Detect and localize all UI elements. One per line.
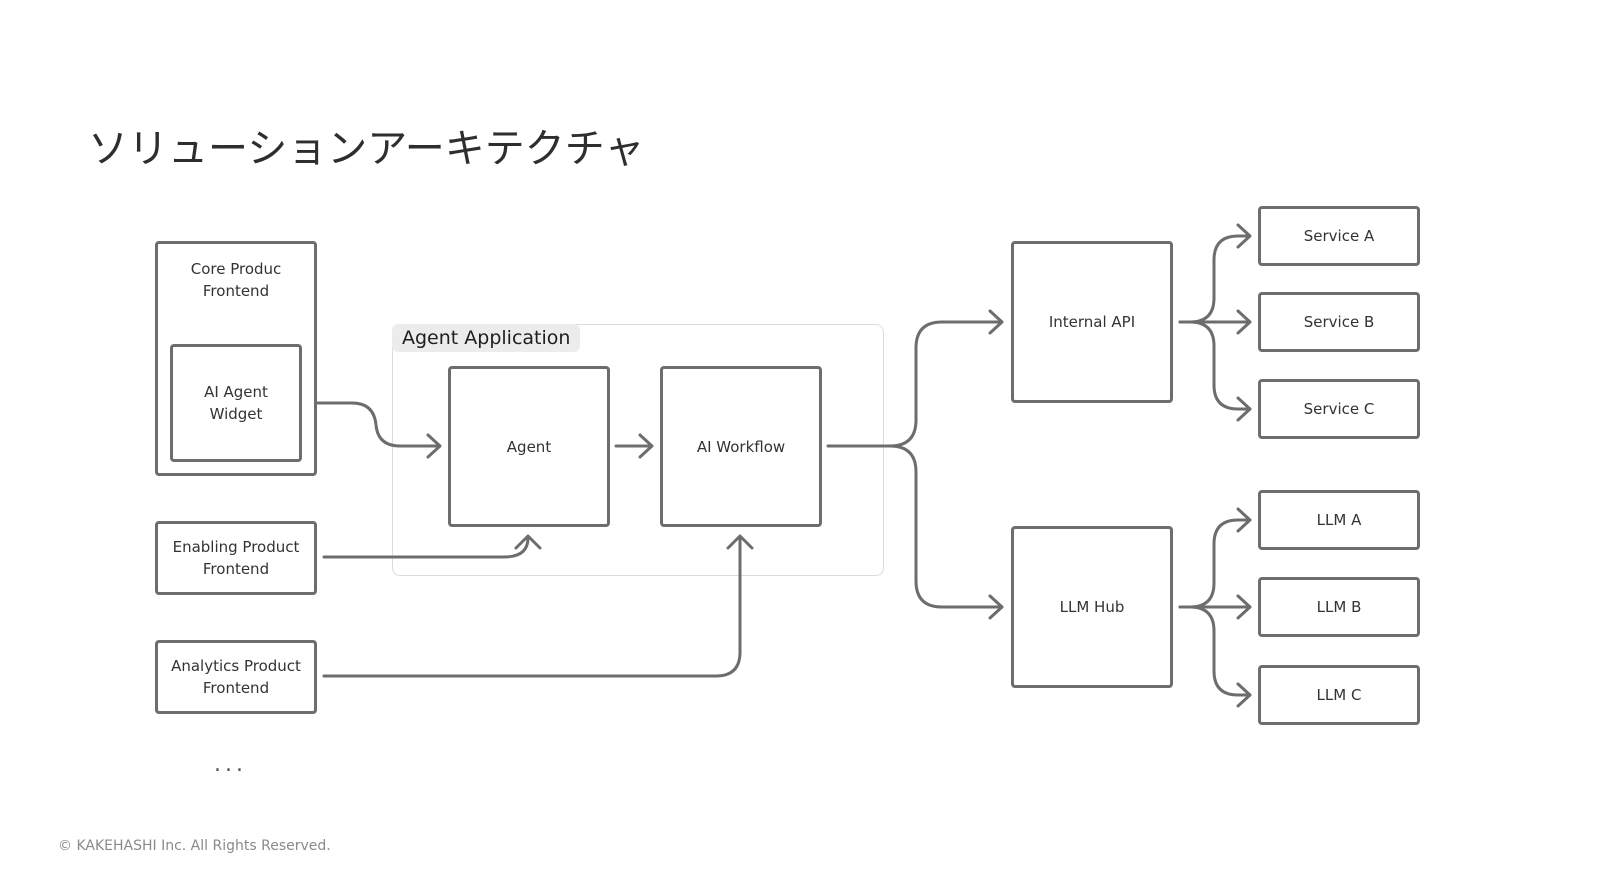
node-ai-agent-widget: AI Agent Widget: [170, 344, 302, 462]
node-llm-a: LLM A: [1258, 490, 1420, 550]
edge-analytics-to-workflow: [322, 536, 742, 678]
arrowhead: [514, 534, 542, 550]
edge-llm-hub-to-llm-c: [1188, 605, 1250, 697]
edge-workflow-to-llm-hub: [888, 444, 1002, 609]
arrowhead: [638, 433, 654, 459]
node-ai-workflow: AI Workflow: [660, 366, 822, 527]
node-internal-api: Internal API: [1011, 241, 1173, 403]
arrowhead: [426, 433, 442, 459]
more-ellipsis: ...: [214, 752, 247, 777]
node-llm-a-label: LLM A: [1316, 511, 1362, 529]
arrowhead: [988, 594, 1004, 620]
arrowhead: [1236, 594, 1252, 620]
node-llm-c-label: LLM C: [1316, 686, 1362, 704]
slide-title: ソリューションアーキテクチャ: [88, 126, 645, 172]
node-analytics-frontend-label: Analytics Product Frontend: [171, 657, 301, 697]
node-core-frontend-label: Core Produc Frontend: [190, 260, 282, 300]
node-llm-hub-label: LLM Hub: [1059, 598, 1125, 616]
node-service-a: Service A: [1258, 206, 1420, 266]
arrowhead: [988, 309, 1004, 335]
arrowhead: [1236, 396, 1252, 422]
edge-internal-api-to-service-c: [1188, 320, 1250, 411]
node-agent: Agent: [448, 366, 610, 527]
node-llm-b: LLM B: [1258, 577, 1420, 637]
node-analytics-frontend: Analytics Product Frontend: [155, 640, 317, 714]
node-llm-hub: LLM Hub: [1011, 526, 1173, 688]
edge-internal-api-to-service-a: [1178, 234, 1250, 324]
node-llm-b-label: LLM B: [1316, 598, 1362, 616]
node-service-a-label: Service A: [1303, 227, 1375, 245]
node-enabling-frontend-label: Enabling Product Frontend: [172, 538, 300, 578]
node-enabling-frontend: Enabling Product Frontend: [155, 521, 317, 595]
node-service-c-label: Service C: [1303, 400, 1375, 418]
edge-widget-to-agent: [310, 401, 440, 448]
arrowhead: [1236, 223, 1252, 249]
agent-application-label: Agent Application: [392, 324, 581, 352]
edge-workflow-to-internal-api: [826, 320, 1002, 448]
edge-enabling-to-agent: [322, 536, 530, 559]
arrowhead: [1236, 507, 1252, 533]
node-service-b: Service B: [1258, 292, 1420, 352]
arrowhead: [1236, 682, 1252, 708]
arrowhead: [726, 534, 754, 550]
arrowhead: [1236, 309, 1252, 335]
agent-application-group: [392, 324, 884, 576]
node-ai-workflow-label: AI Workflow: [696, 437, 786, 456]
node-llm-c: LLM C: [1258, 665, 1420, 725]
copyright-footer: © KAKEHASHI Inc. All Rights Reserved.: [58, 838, 331, 854]
edge-llm-hub-to-llm-a: [1178, 518, 1250, 609]
node-ai-agent-widget-label: AI Agent Widget: [204, 383, 268, 423]
node-internal-api-label: Internal API: [1048, 313, 1136, 331]
node-service-b-label: Service B: [1303, 313, 1375, 331]
node-service-c: Service C: [1258, 379, 1420, 439]
node-agent-label: Agent: [506, 437, 552, 456]
